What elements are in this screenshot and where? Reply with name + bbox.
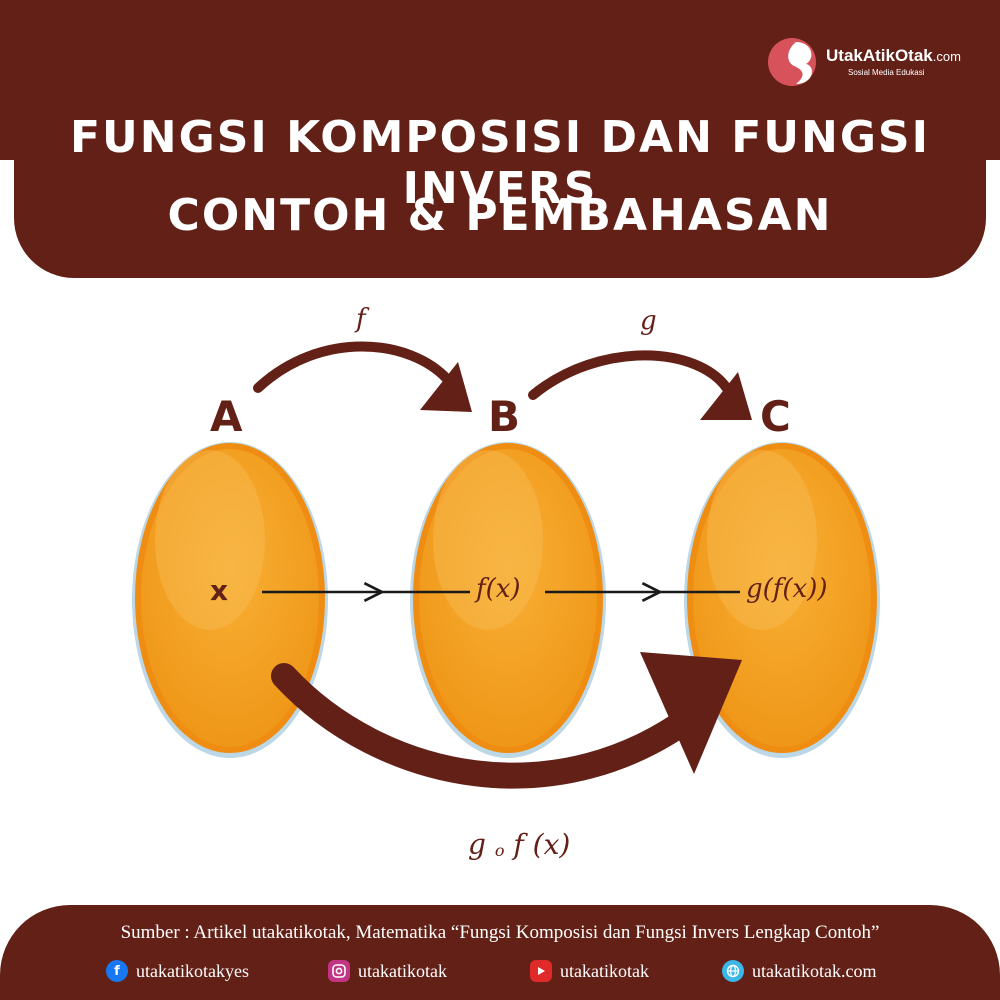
element-x: x [210,574,228,607]
composition-operator: o [495,841,505,860]
page-title-line-2: CONTOH & PEMBAHASAN [0,190,1000,241]
social-facebook[interactable]: f utakatikotakyes [106,958,249,984]
element-fx: f(x) [476,574,521,604]
element-gfx: g(f(x)) [746,574,828,604]
function-label-g: g [640,306,657,336]
brand-domain: .com [933,49,961,64]
composition-diagram: A B C f g x f(x) g(f(x)) g o f (x) [0,280,1000,900]
instagram-icon [328,960,350,982]
brand-name: UtakAtikOtak.com [826,46,961,66]
web-icon [722,960,744,982]
composition-label: g o f (x) [468,828,570,861]
facebook-icon: f [106,960,128,982]
composition-rest: f (x) [513,828,570,861]
social-facebook-handle: utakatikotakyes [136,961,249,982]
set-label-b: B [488,392,520,441]
set-label-c: C [760,392,791,441]
brand-logo-icon [766,32,826,92]
social-youtube[interactable]: utakatikotak [530,958,649,984]
footer-band [0,905,1000,1000]
composition-g: g [468,828,486,861]
social-instagram-handle: utakatikotak [358,961,447,982]
arrow-g [533,355,752,420]
arrow-f [258,347,472,413]
social-web-handle: utakatikotak.com [752,961,876,982]
brand-name-text: UtakAtikOtak [826,46,933,65]
brand-tagline: Sosial Media Edukasi [848,68,924,77]
youtube-icon [530,960,552,982]
social-youtube-handle: utakatikotak [560,961,649,982]
set-label-a: A [210,392,243,441]
social-web[interactable]: utakatikotak.com [722,958,876,984]
set-a-ellipse [132,442,328,758]
function-label-f: f [356,304,366,334]
source-citation: Sumber : Artikel utakatikotak, Matematik… [0,922,1000,944]
social-instagram[interactable]: utakatikotak [328,958,447,984]
